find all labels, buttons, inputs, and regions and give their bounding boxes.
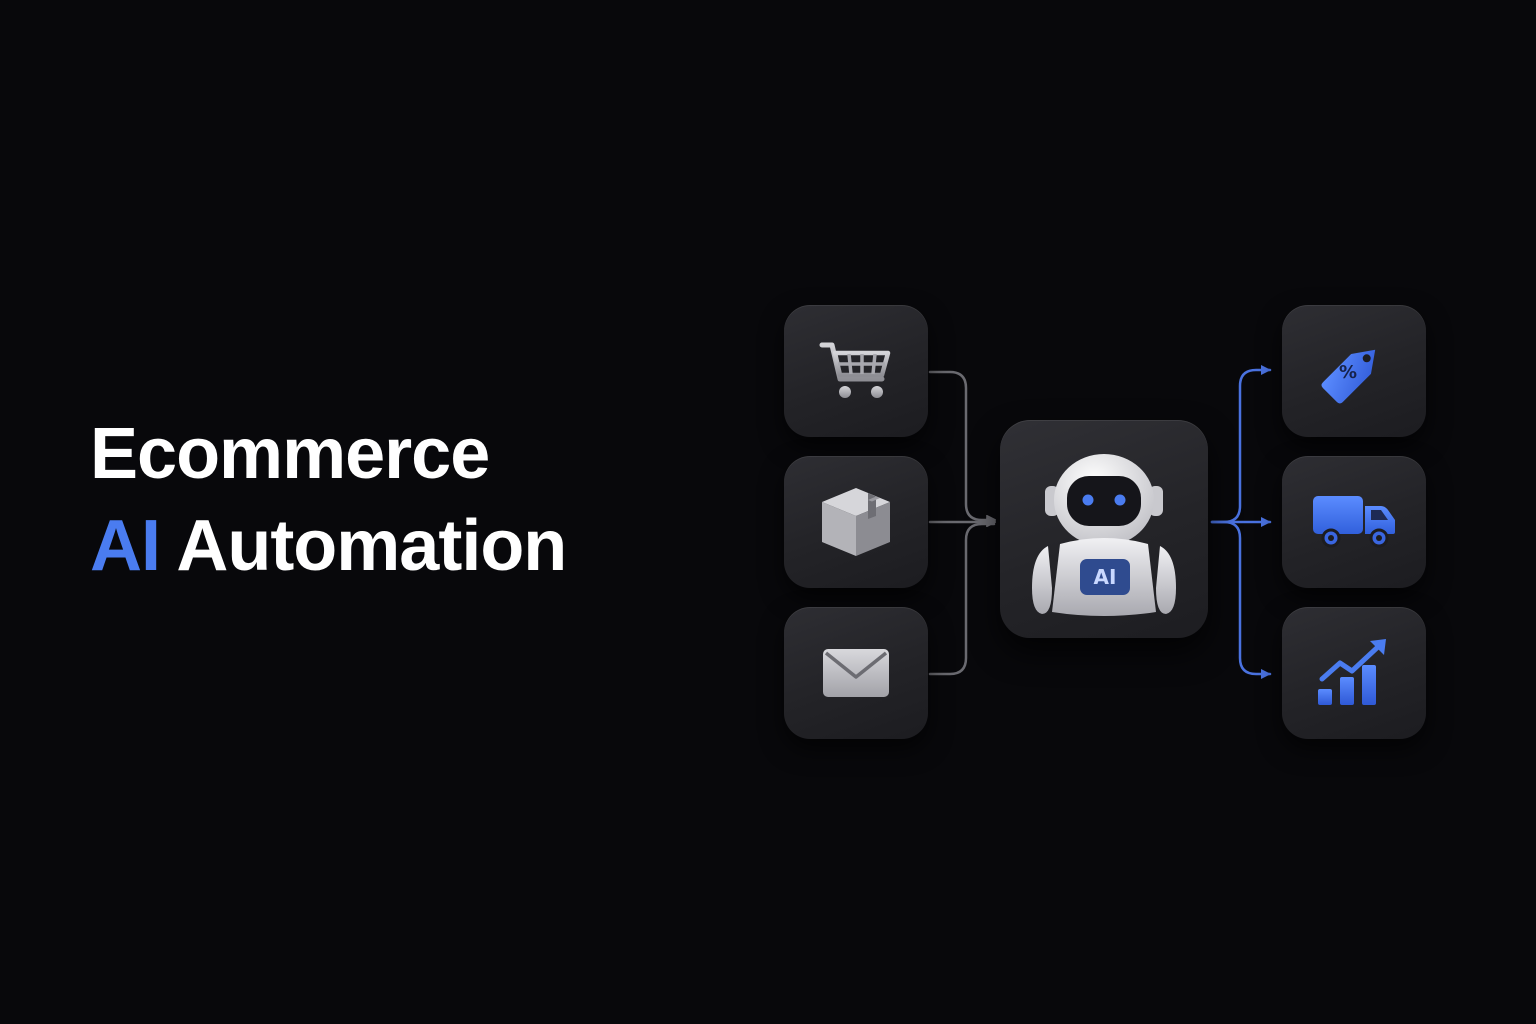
growth-chart-icon <box>1318 639 1386 705</box>
envelope-icon <box>823 649 889 697</box>
output-connectors <box>1210 365 1272 679</box>
tile-growth-chart <box>1282 607 1426 739</box>
package-box-icon <box>822 488 890 556</box>
connector-cart-to-hub <box>928 370 996 525</box>
headline-rest: Automation <box>176 506 567 586</box>
delivery-truck-icon <box>1313 496 1395 548</box>
connector-hub-to-tag <box>1210 365 1272 524</box>
tile-shopping-cart <box>784 305 928 437</box>
headline-line-2: AI Automation <box>90 500 567 592</box>
connector-mail-to-hub <box>928 522 996 676</box>
tile-envelope <box>784 607 928 739</box>
headline-accent: AI <box>90 506 161 586</box>
input-connectors <box>928 370 996 676</box>
headline-line-1: Ecommerce <box>90 414 490 494</box>
robot-icon <box>1032 454 1176 616</box>
shopping-cart-icon <box>819 342 891 398</box>
tile-delivery-truck <box>1282 456 1426 588</box>
headline: Ecommerce AI Automation <box>90 408 567 592</box>
robot-ai-badge: AI <box>1080 559 1130 595</box>
connector-hub-to-chart <box>1210 520 1272 679</box>
discount-tag-icon: % <box>1321 349 1376 404</box>
ai-hub-tile: AI <box>1000 420 1208 638</box>
discount-percent-glyph: % <box>1339 362 1357 383</box>
tile-discount-tag: % <box>1282 305 1426 437</box>
tile-package-box <box>784 456 928 588</box>
